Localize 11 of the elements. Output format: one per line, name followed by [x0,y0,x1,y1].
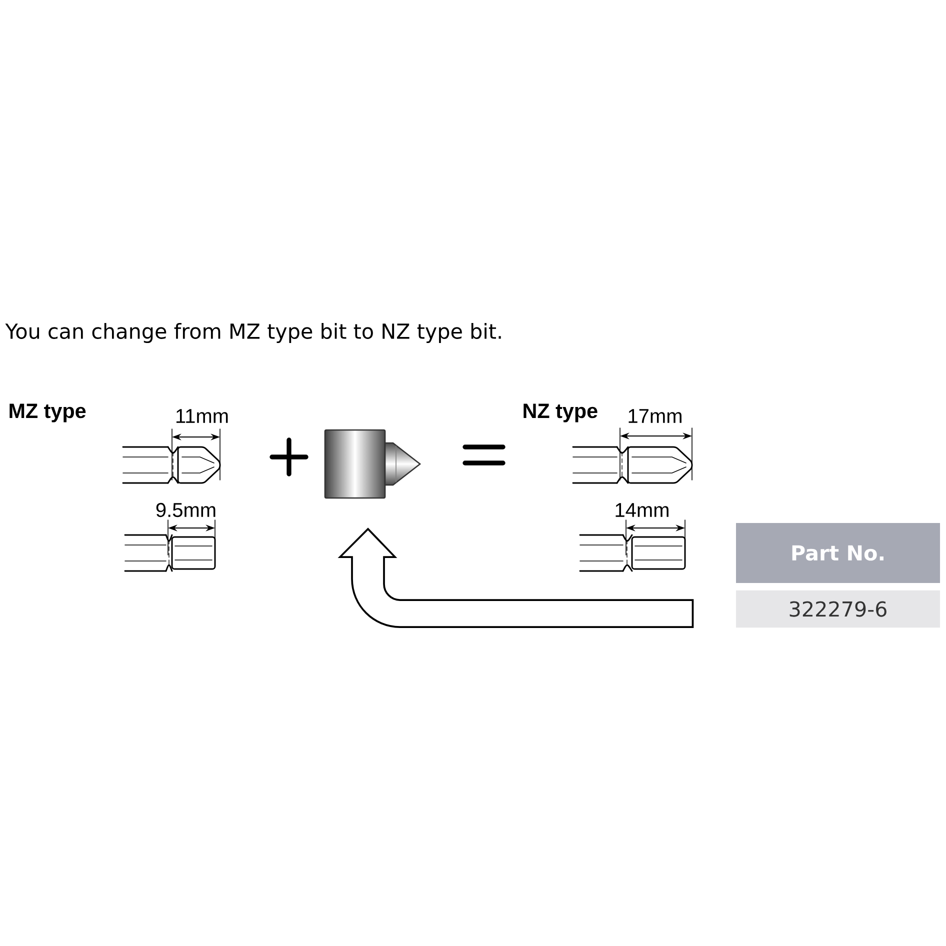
table-header: Part No. [736,523,940,583]
dimension-label: 14mm [616,503,668,517]
dimension-label: 17mm [628,409,682,423]
table-cell: 322279-6 [736,590,940,628]
type-label: NZ type [524,404,598,422]
dimension-label: 11mm [176,409,228,423]
dimension-label: 9.5mm [156,502,216,518]
hollow-arrow [339,528,694,628]
adapter-drawing [324,429,422,499]
title: You can change from MZ type bit to NZ type bit. [5,323,501,344]
type-label: MZ type [10,404,86,422]
